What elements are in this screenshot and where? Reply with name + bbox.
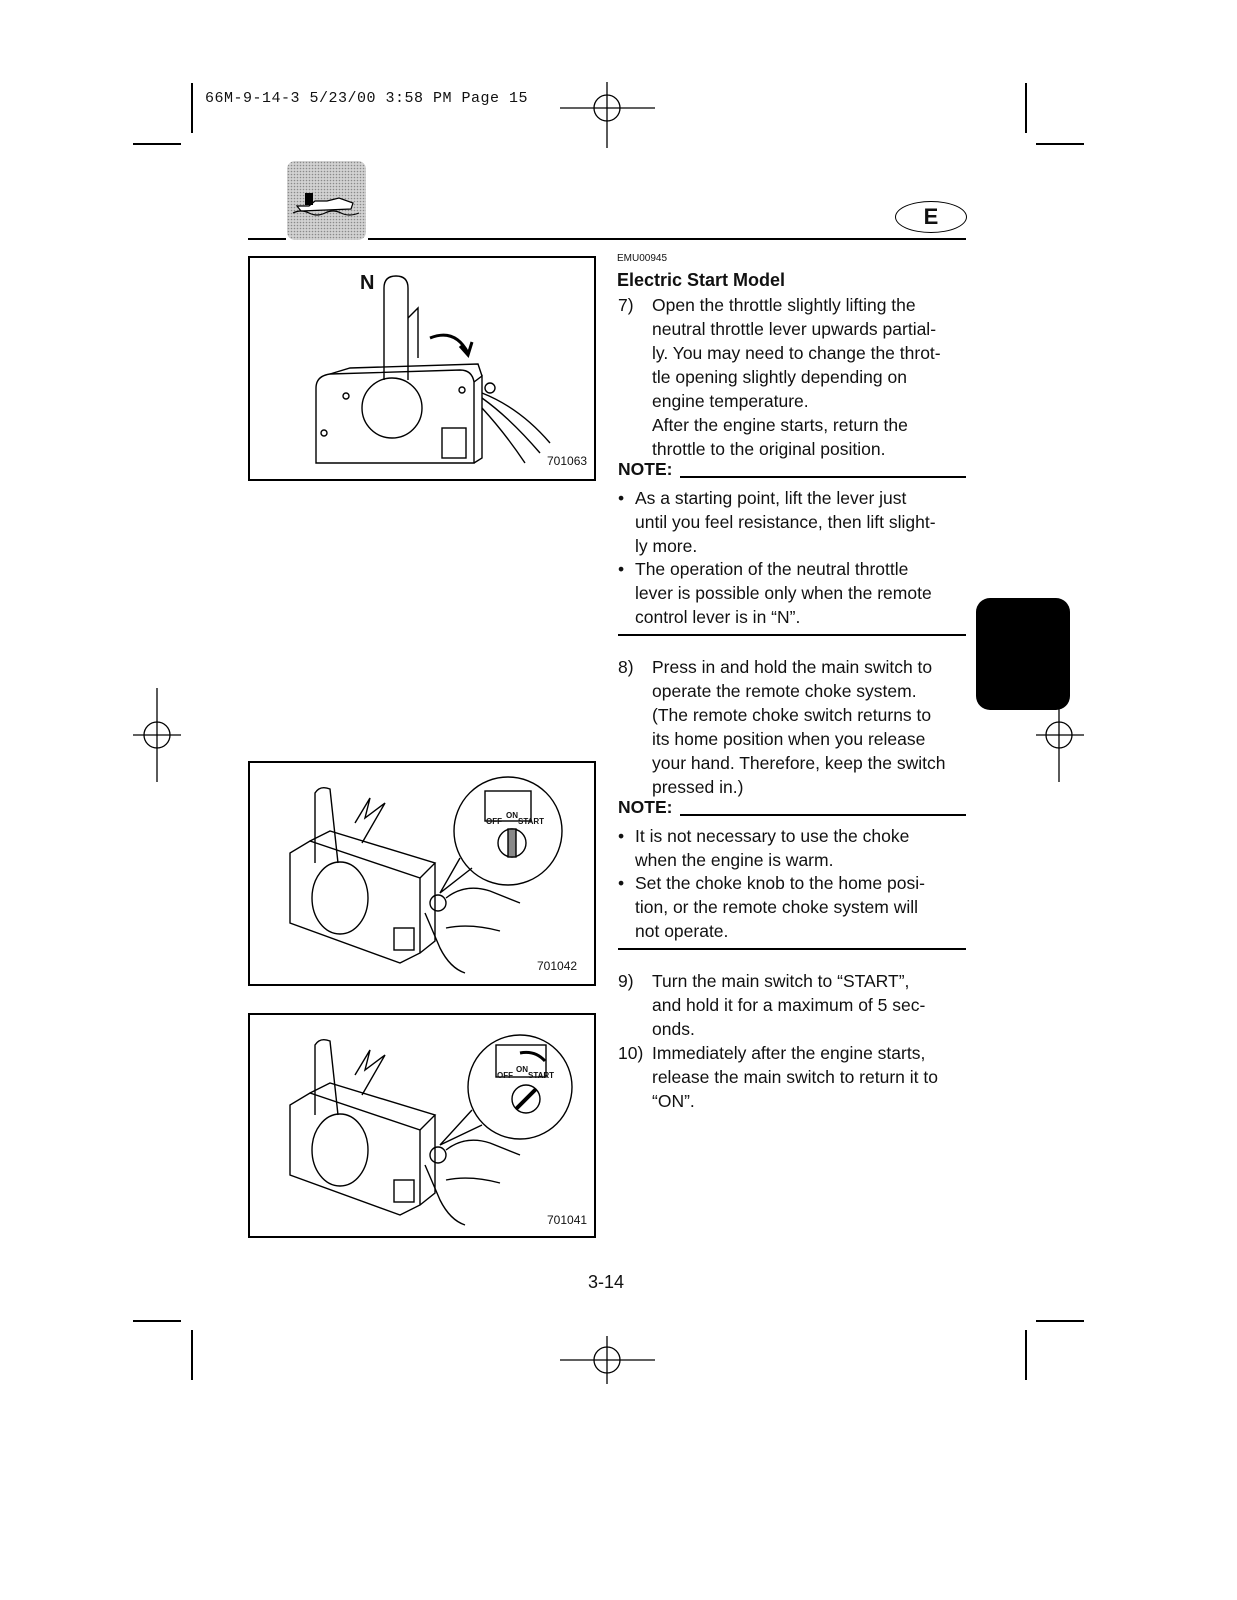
line: ly. You may need to change the throt- bbox=[652, 343, 941, 363]
figure-neutral-throttle: N 701063 bbox=[248, 256, 596, 481]
line: Turn the main switch to “START”, bbox=[652, 971, 910, 991]
line: The operation of the neutral throttle bbox=[635, 559, 909, 579]
line: engine temperature. bbox=[652, 391, 809, 411]
step-text: Open the throttle slightly lifting the n… bbox=[652, 293, 966, 461]
choke-switch-illustration bbox=[289, 776, 563, 974]
switch-label-start: START bbox=[518, 817, 545, 826]
neutral-label-n: N bbox=[360, 272, 375, 294]
note-end-rule bbox=[618, 948, 966, 950]
line: pressed in.) bbox=[652, 777, 744, 797]
switch-label-off: OFF bbox=[486, 817, 502, 826]
line: lever is possible only when the remote bbox=[635, 583, 932, 603]
thumb-tab bbox=[976, 598, 1070, 710]
line: and hold it for a maximum of 5 sec- bbox=[652, 995, 926, 1015]
line: its home position when you release bbox=[652, 729, 926, 749]
header-rule-left bbox=[248, 238, 286, 240]
step-text: Turn the main switch to “START”, and hol… bbox=[652, 969, 966, 1041]
step-number: 7) bbox=[618, 295, 634, 315]
line: “ON”. bbox=[652, 1091, 695, 1111]
note-label: NOTE: bbox=[618, 797, 673, 817]
line: your hand. Therefore, keep the switch bbox=[652, 753, 946, 773]
line: Set the choke knob to the home posi- bbox=[635, 873, 925, 893]
line: release the main switch to return it to bbox=[652, 1067, 938, 1087]
line: until you feel resistance, then lift sli… bbox=[635, 512, 936, 532]
section-code: EMU00945 bbox=[617, 253, 668, 264]
print-slug: 66M-9-14-3 5/23/00 3:58 PM Page 15 bbox=[205, 90, 529, 107]
note-rule bbox=[680, 814, 966, 816]
note-rule bbox=[680, 476, 966, 478]
figure-code: 701042 bbox=[537, 959, 578, 973]
line: onds. bbox=[652, 1019, 695, 1039]
switch-label-off: OFF bbox=[497, 1071, 513, 1080]
line: not operate. bbox=[635, 921, 729, 941]
switch-label-start: START bbox=[528, 1071, 555, 1080]
line: neutral throttle lever upwards partial- bbox=[652, 319, 937, 339]
line: After the engine starts, return the bbox=[652, 415, 908, 435]
line: tion, or the remote choke system will bbox=[635, 897, 919, 917]
line: throttle to the original position. bbox=[652, 439, 886, 459]
line: Immediately after the engine starts, bbox=[652, 1043, 926, 1063]
line: ly more. bbox=[635, 536, 698, 556]
header-rule-right bbox=[368, 238, 966, 240]
line: It is not necessary to use the choke bbox=[635, 826, 910, 846]
main-switch-illustration bbox=[289, 1034, 573, 1226]
throttle-lever-illustration bbox=[315, 275, 551, 464]
line: Press in and hold the main switch to bbox=[652, 657, 933, 677]
figure-code: 701041 bbox=[547, 1213, 588, 1227]
figure-main-switch-start: ON OFF START 701041 bbox=[248, 1013, 596, 1238]
line: control lever is in “N”. bbox=[635, 607, 801, 627]
line: operate the remote choke system. bbox=[652, 681, 917, 701]
line: tle opening slightly depending on bbox=[652, 367, 907, 387]
switch-label-on: ON bbox=[506, 811, 518, 820]
language-badge: E bbox=[895, 201, 967, 233]
step-number: 9) bbox=[618, 971, 634, 991]
note-end-rule bbox=[618, 634, 966, 636]
line: (The remote choke switch returns to bbox=[652, 705, 932, 725]
figure-choke-switch: ON OFF START 701042 bbox=[248, 761, 596, 986]
figure-code: 701063 bbox=[547, 454, 588, 468]
page-number: 3-14 bbox=[588, 1272, 625, 1292]
step-number: 8) bbox=[618, 657, 634, 677]
line: when the engine is warm. bbox=[635, 850, 834, 870]
note-label: NOTE: bbox=[618, 459, 673, 479]
step-text: Immediately after the engine starts, rel… bbox=[652, 1041, 966, 1113]
step-text: Press in and hold the main switch to ope… bbox=[652, 655, 966, 799]
line: As a starting point, lift the lever just bbox=[635, 488, 907, 508]
switch-label-on: ON bbox=[516, 1065, 528, 1074]
step-number: 10) bbox=[618, 1043, 644, 1063]
line: Open the throttle slightly lifting the bbox=[652, 295, 916, 315]
section-title: Electric Start Model bbox=[617, 270, 786, 290]
boat-section-icon bbox=[287, 161, 366, 240]
